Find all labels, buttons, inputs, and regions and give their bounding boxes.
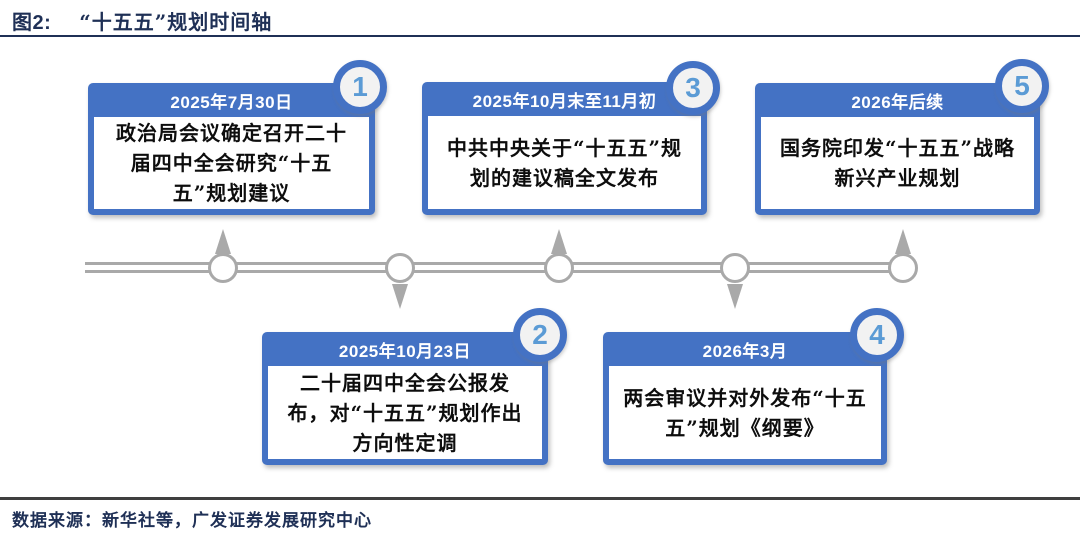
title-rule	[0, 35, 1080, 37]
up-arrow-milestone-5	[895, 229, 911, 254]
down-arrow-milestone-2	[392, 284, 408, 309]
milestone-number-badge-5: 5	[995, 59, 1049, 113]
timeline-node-1	[208, 253, 238, 283]
timeline-node-2	[385, 253, 415, 283]
milestone-date: 2025年10月23日	[338, 341, 472, 361]
down-arrow-milestone-4	[727, 284, 743, 309]
milestone-date: 2025年7月30日	[170, 92, 293, 112]
milestone-card-4: 2026年3月 两会审议并对外发布“十五五”规划《纲要》	[603, 332, 887, 465]
milestone-number-badge-3: 3	[666, 61, 720, 115]
up-arrow-milestone-3	[551, 229, 567, 254]
timeline-axis	[85, 262, 905, 273]
milestone-date: 2026年后续	[851, 92, 944, 112]
milestone-date: 2025年10月末至11月初	[472, 91, 657, 111]
figure-header: 图2: “十五五”规划时间轴	[12, 6, 272, 34]
milestone-card-5: 2026年后续 国务院印发“十五五”战略新兴产业规划	[755, 83, 1040, 215]
figure-label: 图2:	[12, 11, 52, 34]
milestone-description: 两会审议并对外发布“十五五”规划《纲要》	[609, 366, 881, 459]
milestone-number-badge-4: 4	[850, 308, 904, 362]
milestone-number-badge-2: 2	[513, 308, 567, 362]
milestone-date: 2026年3月	[702, 341, 788, 361]
footer-rule	[0, 497, 1080, 500]
milestone-description: 国务院印发“十五五”战略新兴产业规划	[761, 117, 1034, 209]
milestone-number-badge-1: 1	[333, 60, 387, 114]
timeline-node-5	[888, 253, 918, 283]
up-arrow-milestone-1	[215, 229, 231, 254]
milestone-description: 政治局会议确定召开二十届四中全会研究“十五五”规划建议	[94, 117, 369, 209]
milestone-description: 中共中央关于“十五五”规划的建议稿全文发布	[428, 116, 701, 209]
milestone-card-2: 2025年10月23日 二十届四中全会公报发布，对“十五五”规划作出方向性定调	[262, 332, 548, 465]
milestone-card-3: 2025年10月末至11月初 中共中央关于“十五五”规划的建议稿全文发布	[422, 82, 707, 215]
source-note: 数据来源：新华社等，广发证券发展研究中心	[12, 511, 372, 531]
milestone-card-1: 2025年7月30日 政治局会议确定召开二十届四中全会研究“十五五”规划建议	[88, 83, 375, 215]
figure-title: “十五五”规划时间轴	[79, 9, 273, 34]
timeline-node-3	[544, 253, 574, 283]
milestone-description: 二十届四中全会公报发布，对“十五五”规划作出方向性定调	[268, 366, 542, 459]
timeline-node-4	[720, 253, 750, 283]
